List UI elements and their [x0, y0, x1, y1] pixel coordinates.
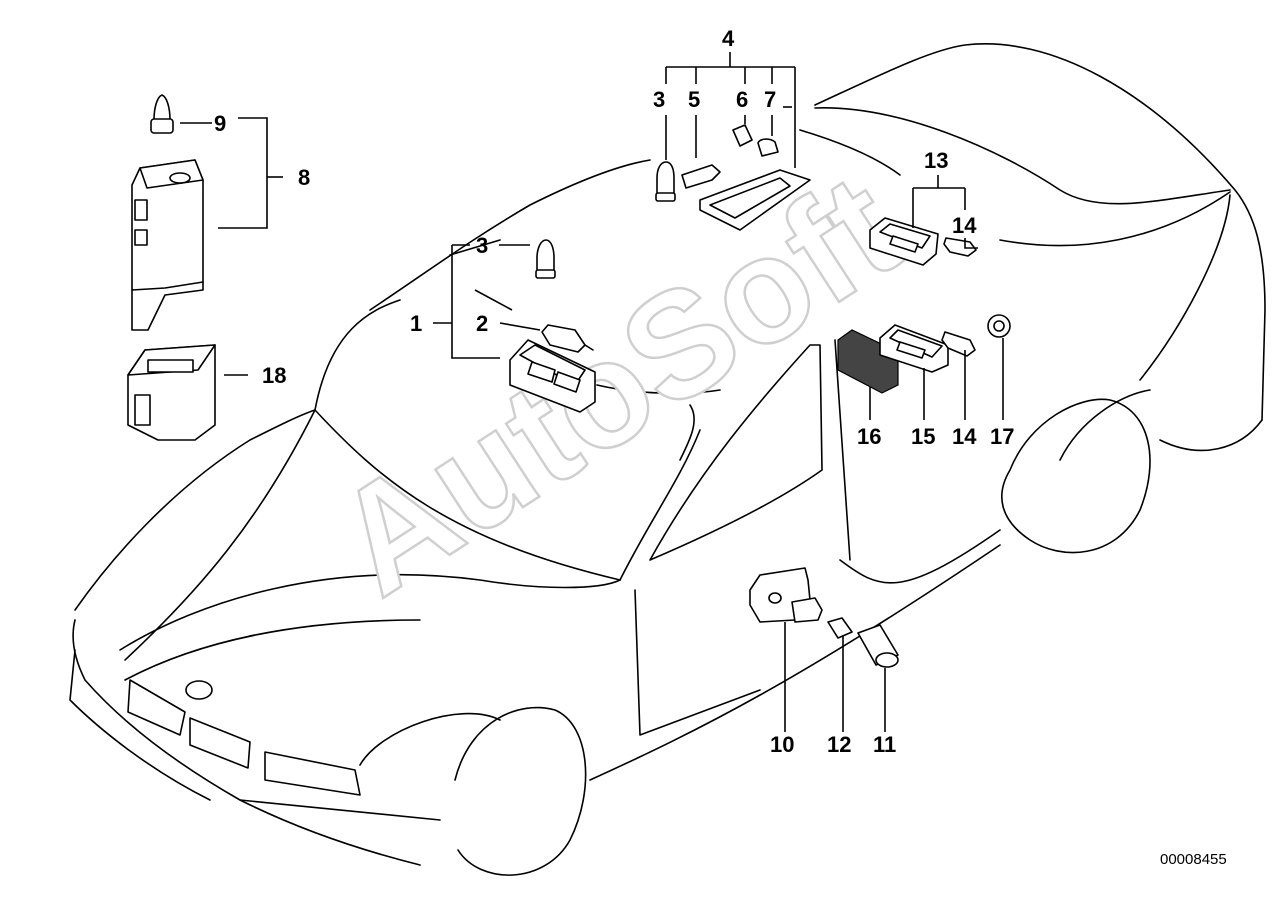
- bulb-3-front: [535, 239, 556, 279]
- car-body-outline: [69, 43, 1266, 876]
- bulb-9: [150, 94, 174, 134]
- callout-4: 4: [722, 26, 735, 51]
- rear-light-13: [869, 217, 939, 266]
- festoon-bulb-2: [541, 324, 594, 353]
- festoon-bulb-14-bottom: [941, 331, 976, 357]
- callout-17: 17: [990, 424, 1014, 449]
- interior-light-1: [509, 339, 596, 413]
- callout-15: 15: [911, 424, 935, 449]
- callout-16: 16: [857, 424, 881, 449]
- rear-light-15: [879, 324, 949, 373]
- callout-18: 18: [262, 363, 286, 388]
- clip-nut-17: [987, 314, 1011, 338]
- document-number: 00008455: [1160, 851, 1227, 868]
- callout-3-front: 3: [476, 233, 488, 258]
- callout-3-top: 3: [653, 87, 665, 112]
- bulb-7: [757, 138, 779, 157]
- door-light-10: [749, 567, 823, 623]
- callout-12: 12: [827, 732, 851, 757]
- leader-lines: [180, 52, 1004, 732]
- switch-module-8: [131, 159, 204, 331]
- festoon-bulb-5: [681, 164, 721, 189]
- switch-module-18: [127, 344, 216, 441]
- bulb-3-top: [655, 161, 676, 202]
- callout-9: 9: [214, 111, 226, 136]
- callout-14-top: 14: [952, 213, 977, 238]
- festoon-bulb-14-top: [943, 237, 977, 257]
- watermark-text: AutoSoft: [306, 141, 928, 627]
- callout-8: 8: [298, 165, 310, 190]
- reading-lamp-4: [699, 169, 811, 231]
- callout-2: 2: [476, 311, 488, 336]
- callout-11: 11: [873, 732, 896, 757]
- bulb-6: [732, 124, 753, 147]
- callout-labels: 1 2 3 3 4 5 6 7 8 9 10 11 12 13 14 14 15…: [214, 26, 1014, 757]
- bulb-12: [827, 617, 853, 639]
- callout-10: 10: [770, 732, 794, 757]
- callout-13: 13: [924, 148, 948, 173]
- callout-5: 5: [688, 87, 700, 112]
- callout-1: 1: [410, 311, 422, 336]
- socket-11: [857, 624, 899, 668]
- callout-14-bottom: 14: [952, 424, 977, 449]
- callout-7: 7: [764, 87, 776, 112]
- callout-6: 6: [736, 87, 748, 112]
